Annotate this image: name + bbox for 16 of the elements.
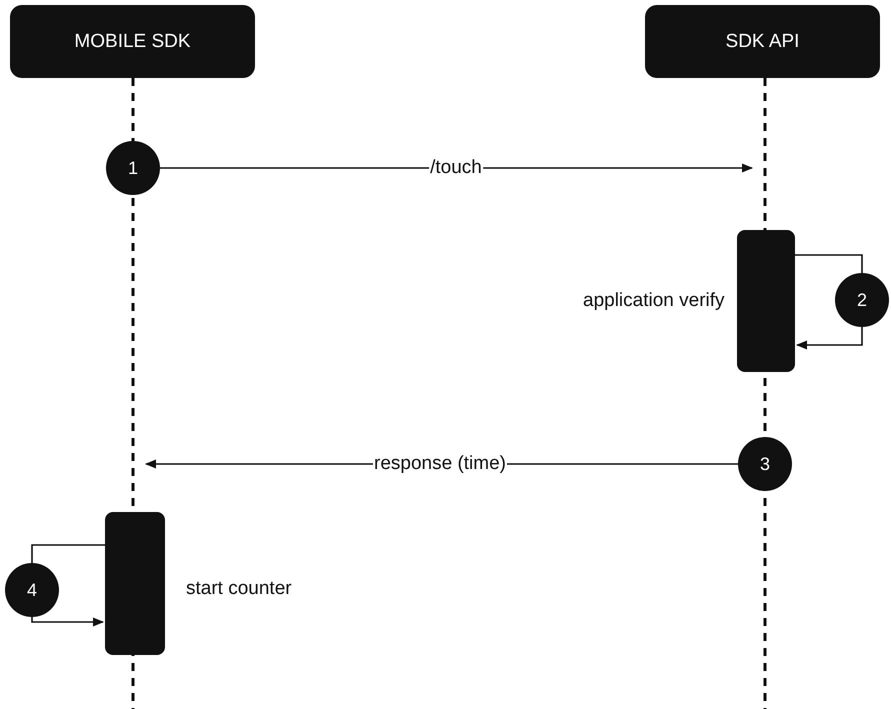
- edge-label: response (time): [373, 453, 507, 475]
- step-number-circle: 2: [835, 273, 889, 327]
- arrow: [31, 617, 104, 626]
- step-number-circle: 1: [106, 141, 160, 195]
- participant-box: MOBILE SDK: [10, 5, 255, 78]
- step-description: start counter: [186, 578, 292, 600]
- arrow: [796, 327, 863, 350]
- activation-bar: [105, 512, 165, 655]
- connector-line: [31, 544, 105, 563]
- connector-line: [795, 254, 863, 273]
- step-description: application verify: [583, 290, 725, 312]
- step-number-circle: 4: [5, 563, 59, 617]
- activation-bar: [737, 230, 795, 372]
- step-number-circle: 3: [738, 437, 792, 491]
- arrow: [160, 164, 754, 172]
- participant-box: SDK API: [645, 5, 880, 78]
